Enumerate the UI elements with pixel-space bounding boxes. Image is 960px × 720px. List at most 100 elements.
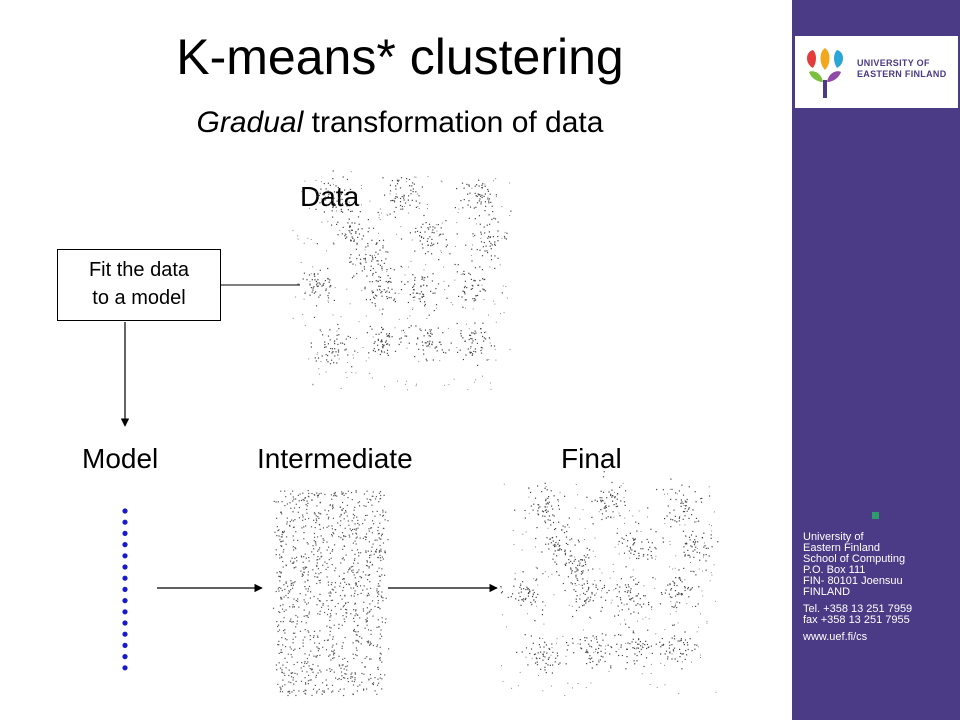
data-point-296 <box>481 255 484 257</box>
final-point-605 <box>589 645 591 647</box>
final-point-728 <box>672 650 675 652</box>
final-point-267 <box>650 528 652 530</box>
final-point-215 <box>554 543 556 546</box>
intermediate-point-990 <box>381 574 383 576</box>
final-point-770 <box>574 571 576 573</box>
final-point-814 <box>556 571 558 573</box>
data-point-583 <box>333 362 335 364</box>
data-noise-861 <box>487 198 489 200</box>
data-point-636 <box>368 352 370 354</box>
final-noise-842 <box>559 491 561 493</box>
data-point-604 <box>338 328 340 330</box>
final-point-19 <box>544 522 547 524</box>
final-point-534 <box>674 590 677 592</box>
intermediate-point-752 <box>359 684 361 686</box>
final-noise-829 <box>533 600 535 602</box>
intermediate-point-1051 <box>383 494 385 496</box>
final-point-676 <box>628 626 630 628</box>
intermediate-point-141 <box>287 597 289 599</box>
final-point-140 <box>686 501 688 503</box>
data-point-728 <box>471 332 473 334</box>
final-point-695 <box>644 644 646 646</box>
intermediate-point-239 <box>293 649 295 651</box>
final-point-673 <box>626 656 628 658</box>
intermediate-point-471 <box>312 663 314 666</box>
intermediate-point-781 <box>355 647 357 649</box>
data-point-538 <box>501 292 503 294</box>
intermediate-point-813 <box>358 641 360 643</box>
final-noise-1016 <box>654 587 656 589</box>
intermediate-point-971 <box>381 591 383 593</box>
data-point-513 <box>474 280 476 282</box>
final-point-812 <box>564 552 566 554</box>
data-point-75 <box>399 187 402 189</box>
intermediate-point-303 <box>309 597 311 599</box>
data-noise-877 <box>418 208 420 209</box>
final-noise-840 <box>684 524 686 526</box>
intermediate-point-261 <box>307 543 309 545</box>
data-point-143 <box>476 195 478 197</box>
intermediate-point-510 <box>329 626 331 628</box>
intermediate-point-180 <box>286 503 288 505</box>
intermediate-point-707 <box>343 535 345 538</box>
data-point-129 <box>481 194 483 196</box>
data-point-18 <box>332 170 334 172</box>
intermediate-point-1012 <box>382 527 384 529</box>
final-noise-939 <box>686 603 688 605</box>
data-point-775 <box>385 251 387 253</box>
data-noise-892 <box>320 331 322 333</box>
intermediate-point-329 <box>302 499 304 501</box>
final-point-696 <box>646 647 648 650</box>
intermediate-point-991 <box>374 539 376 541</box>
final-point-73 <box>612 500 614 502</box>
intermediate-point-828 <box>352 528 354 531</box>
intermediate-point-637 <box>345 510 347 512</box>
data-point-441 <box>420 285 422 287</box>
intermediate-point-827 <box>358 580 360 583</box>
final-noise-985 <box>582 629 584 631</box>
intermediate-point-646 <box>341 491 343 493</box>
final-point-8 <box>524 517 526 519</box>
data-point-380 <box>315 305 318 307</box>
data-point-811 <box>371 260 373 262</box>
data-noise-1014 <box>349 303 351 305</box>
intermediate-point-958 <box>369 554 371 557</box>
data-point-299 <box>497 221 499 223</box>
intermediate-point-572 <box>323 639 326 642</box>
final-point-166 <box>553 544 555 546</box>
intermediate-point-548 <box>330 659 332 661</box>
intermediate-point-1067 <box>384 550 386 552</box>
intermediate-point-225 <box>285 582 287 584</box>
intermediate-point-684 <box>342 532 344 534</box>
final-point-376 <box>520 604 522 606</box>
intermediate-point-911 <box>366 620 368 622</box>
intermediate-point-166 <box>296 620 298 622</box>
intermediate-point-784 <box>352 565 354 568</box>
intermediate-point-659 <box>342 492 344 494</box>
intermediate-point-507 <box>333 624 335 626</box>
final-point-362 <box>514 578 516 580</box>
final-point-497 <box>659 603 661 605</box>
data-point-91 <box>399 201 402 203</box>
data-point-500 <box>472 298 474 300</box>
data-point-323 <box>494 244 496 246</box>
final-point-822 <box>565 564 567 566</box>
final-point-805 <box>585 563 587 566</box>
data-point-475 <box>423 279 425 281</box>
intermediate-point-20 <box>280 536 282 538</box>
intermediate-point-597 <box>329 591 331 593</box>
intermediate-point-810 <box>352 571 354 573</box>
final-point-777 <box>565 562 567 564</box>
final-point-245 <box>633 542 636 544</box>
data-point-658 <box>378 333 380 335</box>
intermediate-point-735 <box>356 634 358 636</box>
intermediate-point-850 <box>366 607 368 609</box>
intermediate-point-196 <box>293 567 295 569</box>
intermediate-point-547 <box>336 495 338 497</box>
intermediate-point-730 <box>356 649 358 651</box>
final-point-262 <box>618 540 620 543</box>
final-point-417 <box>586 580 588 582</box>
intermediate-point-95 <box>285 543 287 545</box>
intermediate-point-614 <box>340 520 342 522</box>
final-point-552 <box>540 651 542 653</box>
